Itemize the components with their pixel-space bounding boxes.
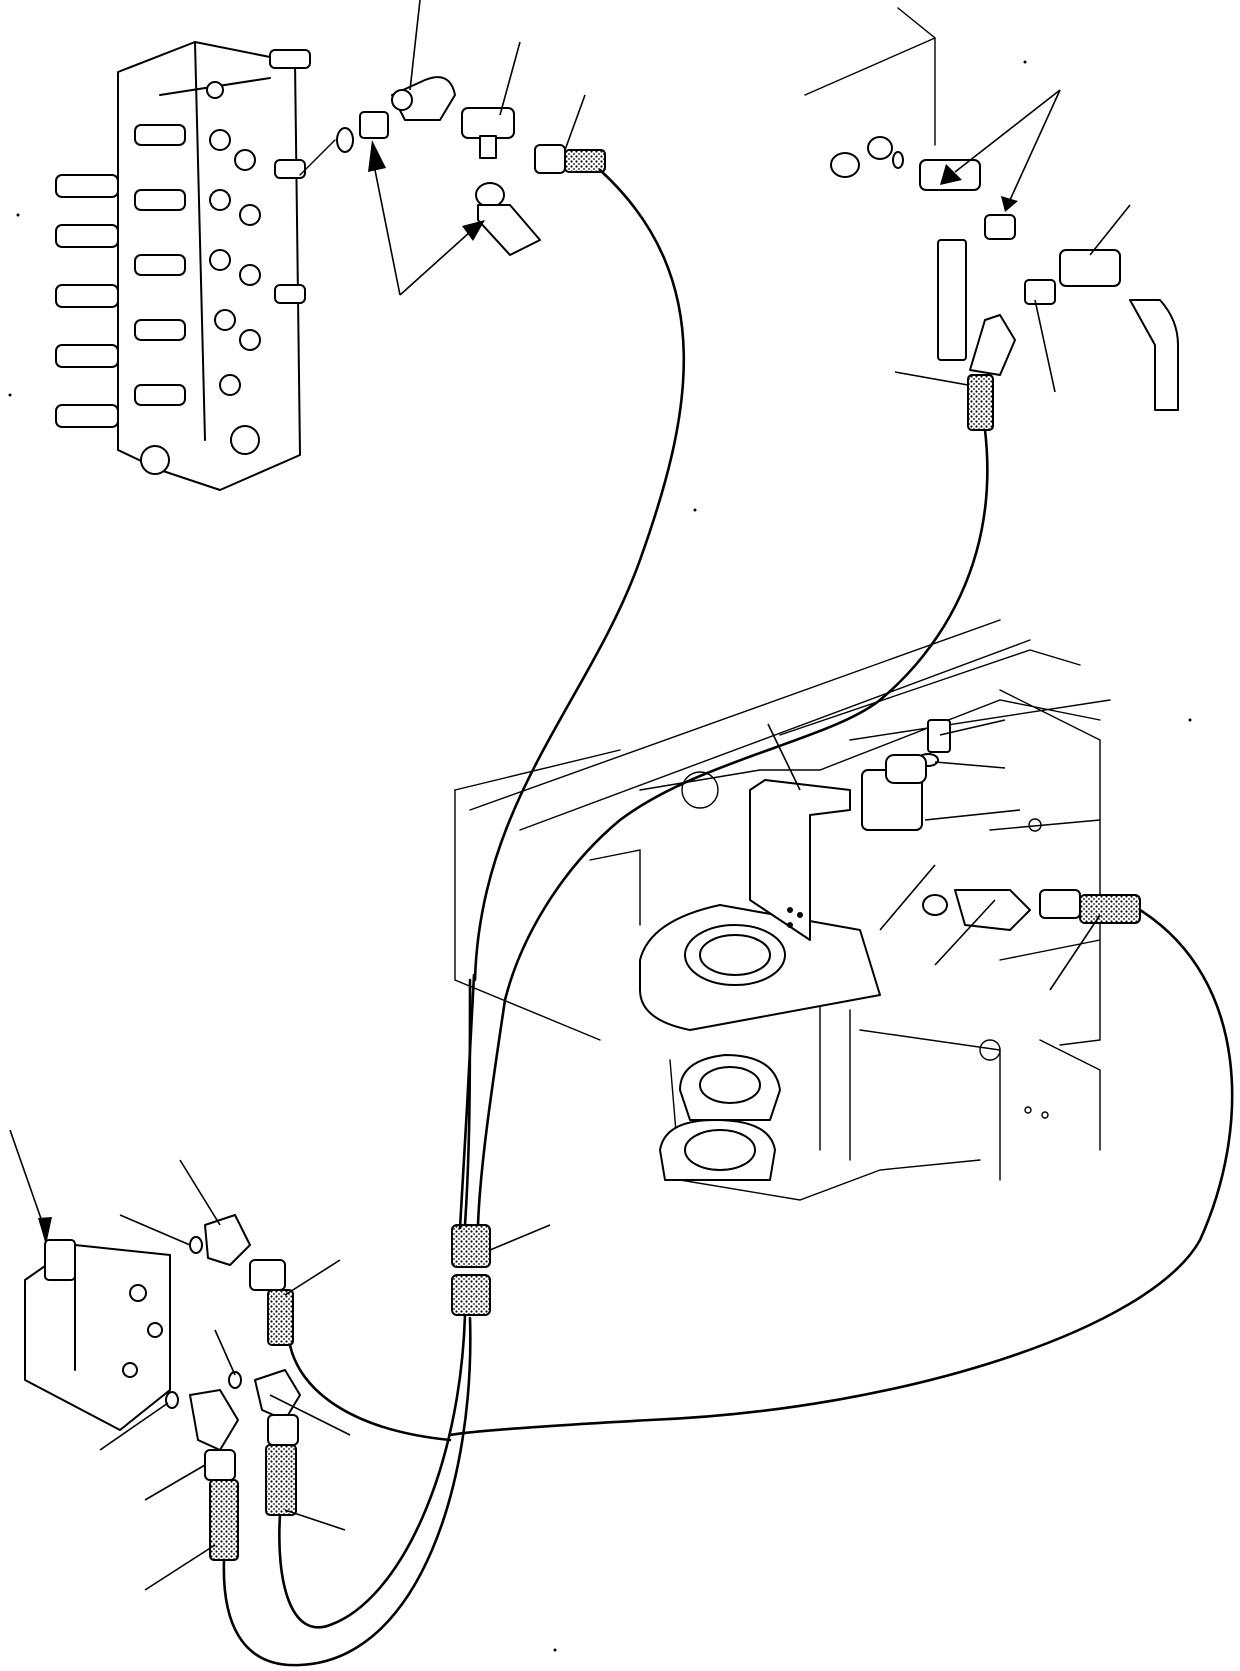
lower-left-fittings bbox=[165, 1214, 301, 1561]
solenoid-bracket bbox=[749, 719, 1141, 941]
tee-right bbox=[1059, 249, 1121, 287]
elbow-lower-c bbox=[189, 1389, 239, 1451]
elbow-lower-upper-left bbox=[477, 204, 541, 256]
mounting-bolt bbox=[927, 719, 951, 753]
upper-right-fittings bbox=[830, 136, 1179, 431]
leader-lines bbox=[9, 0, 1131, 1591]
hose-end-upper-right bbox=[967, 374, 994, 431]
control-valve bbox=[55, 41, 311, 491]
hose-end-right bbox=[1079, 894, 1141, 924]
swivel-fitting bbox=[954, 889, 1031, 931]
adapter-upper-left bbox=[359, 111, 389, 139]
tee-upper-left bbox=[461, 107, 515, 139]
hose-union bbox=[451, 1224, 491, 1316]
mounting-bracket bbox=[749, 779, 851, 941]
valve-ports bbox=[140, 81, 261, 475]
o-ring-upper-left bbox=[336, 127, 354, 153]
chassis-frame bbox=[454, 619, 1111, 1201]
speck-marks bbox=[8, 60, 1192, 1652]
indicator-arrows bbox=[38, 89, 1061, 1245]
elbow-lower-a bbox=[204, 1214, 251, 1266]
upper-panel-outline bbox=[804, 7, 936, 146]
elbow-lower-b bbox=[254, 1369, 301, 1421]
upper-left-fittings bbox=[299, 76, 606, 256]
valve-spools bbox=[55, 49, 311, 428]
lower-left-block bbox=[24, 1239, 171, 1431]
hose-end-upper-left bbox=[534, 144, 566, 174]
elbow-upper-right bbox=[969, 314, 1016, 376]
hose-lines bbox=[222, 168, 1234, 1667]
boom-pivot-bracket bbox=[639, 904, 881, 1181]
